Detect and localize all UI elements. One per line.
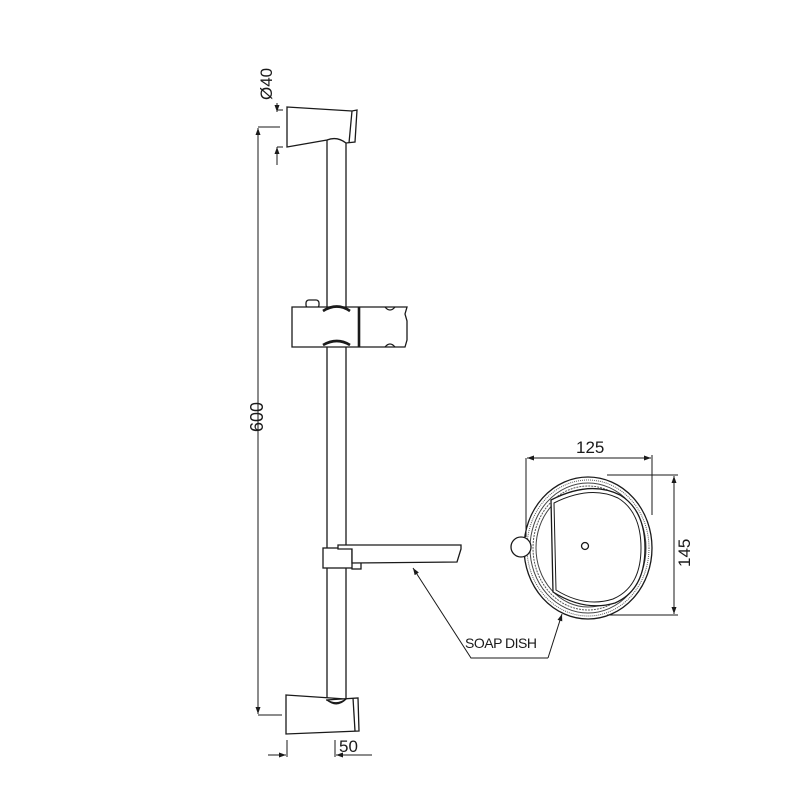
dish-width-dimension: 125 [525, 438, 653, 537]
soap-dish-callout: SOAP DISH [412, 567, 563, 659]
depth-label: 50 [339, 737, 358, 756]
depth-dimension: 50 [268, 737, 372, 758]
soap-dish-label: SOAP DISH [465, 635, 537, 651]
height-dimension: 600 [247, 126, 282, 716]
dish-length-label: 145 [675, 539, 694, 567]
diameter-label: Ø40 [257, 68, 276, 100]
soap-dish-side-view [322, 544, 462, 570]
slide-rail [326, 140, 347, 702]
soap-dish-plan-view [510, 476, 653, 620]
dish-width-label: 125 [576, 438, 604, 457]
diameter-dimension: Ø40 [257, 68, 283, 165]
top-wall-bracket [286, 106, 358, 148]
height-label: 600 [247, 402, 267, 432]
bottom-wall-bracket [285, 694, 360, 735]
handset-slider [291, 299, 408, 348]
dish-length-dimension: 145 [607, 474, 694, 616]
